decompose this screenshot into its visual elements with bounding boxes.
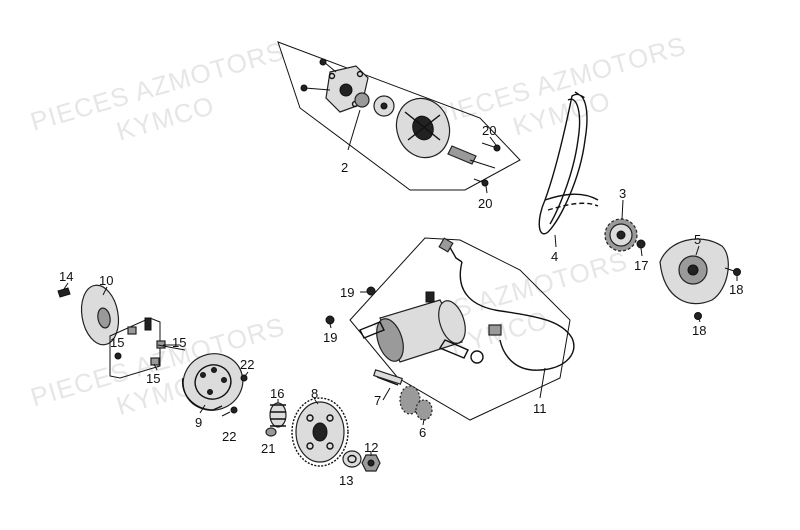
needle-bearing xyxy=(269,402,287,428)
callout-14: 14 xyxy=(59,269,73,284)
callout-19-bottom: 19 xyxy=(323,330,337,345)
callout-4: 4 xyxy=(551,249,558,264)
clutch-plate xyxy=(57,284,120,346)
drive-chain xyxy=(538,91,599,235)
callout-13: 13 xyxy=(339,473,353,488)
callout-20-bottom: 20 xyxy=(478,196,492,211)
callout-5: 5 xyxy=(694,232,701,247)
small-sprocket xyxy=(604,218,646,252)
oil-pump-assembly xyxy=(300,58,501,187)
callout-15-right: 15 xyxy=(172,335,186,350)
oil-pump-group-frame xyxy=(277,41,521,191)
watermark-top: PIECES AZMOTORS KYMCO xyxy=(27,35,288,146)
callout-15-bottom: 15 xyxy=(146,371,160,386)
callout-12: 12 xyxy=(364,440,378,455)
callout-19-top: 19 xyxy=(340,285,354,300)
starter-cable xyxy=(438,237,575,371)
callout-9: 9 xyxy=(195,415,202,430)
callout-11: 11 xyxy=(533,401,547,416)
callout-3: 3 xyxy=(619,186,626,201)
callout-7: 7 xyxy=(374,393,381,408)
callout-15-left: 15 xyxy=(110,335,124,350)
starter-clutch xyxy=(181,353,244,411)
callout-18-right: 18 xyxy=(729,282,743,297)
callout-16: 16 xyxy=(270,386,284,401)
callout-8: 8 xyxy=(311,386,318,401)
callout-6: 6 xyxy=(419,425,426,440)
callout-22-bottom: 22 xyxy=(222,429,236,444)
side-cover xyxy=(659,238,741,320)
washer-13 xyxy=(342,450,362,468)
nut-12 xyxy=(361,454,381,472)
bolts-22 xyxy=(221,374,248,417)
watermark-low: PIECES AZMOTORS KYMCO xyxy=(27,311,288,421)
washer-21 xyxy=(265,427,277,437)
starter-idle-gear xyxy=(373,369,433,421)
watermark-mid: PIECES AZMOTORS KYMCO xyxy=(428,30,689,141)
callout-17: 17 xyxy=(634,258,648,273)
callout-18-bottom: 18 xyxy=(692,323,706,338)
callout-21: 21 xyxy=(261,441,275,456)
callout-22-top: 22 xyxy=(240,357,254,372)
starter-motor xyxy=(359,291,484,364)
callout-20-top: 20 xyxy=(482,123,496,138)
starter-group-frame xyxy=(349,237,571,421)
leader-lines xyxy=(63,109,738,456)
bolts-19 xyxy=(325,286,376,325)
callout-10: 10 xyxy=(99,273,113,288)
starter-driven-gear xyxy=(291,397,349,467)
callout-2: 2 xyxy=(341,160,348,175)
callout-labels: 2 20 20 3 4 17 5 18 18 14 10 19 19 15 15… xyxy=(59,123,743,488)
